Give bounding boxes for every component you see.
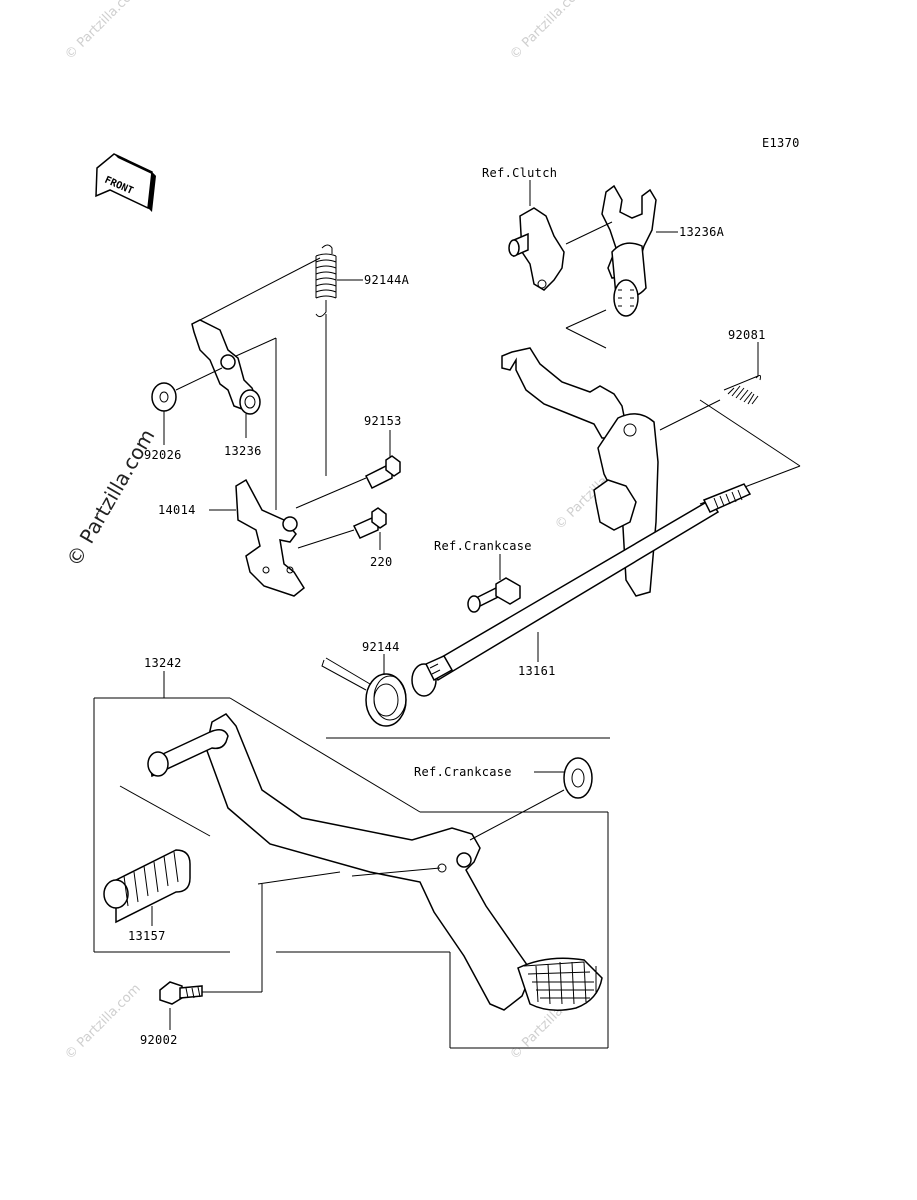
label-92081: 92081: [728, 328, 766, 342]
bracket-14014: [235, 478, 305, 597]
bolt-92002: [159, 981, 203, 1005]
label-14014: 14014: [158, 503, 196, 517]
shaft-13161: [411, 483, 752, 697]
watermark: © Partzilla.com: [507, 0, 589, 63]
label-13236A: 13236A: [679, 225, 725, 239]
lever-13236: [191, 319, 261, 415]
diagram-code: E1370: [762, 136, 800, 150]
label-92153: 92153: [364, 414, 402, 428]
watermark-main: © Partzilla.com: [62, 425, 160, 571]
washer-crankcase: [563, 757, 593, 799]
shift-pedal-13242: [147, 713, 603, 1011]
ref-crankcase-2: Ref.Crankcase: [414, 765, 512, 779]
watermark: © Partzilla.com: [62, 981, 144, 1063]
label-13161: 13161: [518, 664, 556, 678]
label-92144A: 92144A: [364, 273, 410, 287]
bolt-220: [352, 507, 387, 539]
crankcase-pin: [467, 577, 521, 613]
torsion-spring-92144: [321, 657, 407, 727]
watermark: © Partzilla.com: [62, 0, 144, 63]
label-13236: 13236: [224, 444, 262, 458]
washer-92026: [151, 382, 177, 412]
label-220: 220: [370, 555, 393, 569]
label-13242: 13242: [144, 656, 182, 670]
label-92144: 92144: [362, 640, 400, 654]
ref-clutch: Ref.Clutch: [482, 166, 557, 180]
clutch-ref-part: [508, 207, 565, 291]
label-92026: 92026: [144, 448, 182, 462]
label-92002: 92002: [140, 1033, 178, 1047]
label-13157: 13157: [128, 929, 166, 943]
spring-92144A: [315, 244, 337, 318]
pedal-rubber-13157: [103, 849, 191, 924]
bolt-92153: [364, 455, 401, 490]
ref-crankcase-1: Ref.Crankcase: [434, 539, 532, 553]
lever-13236A: [601, 184, 657, 317]
spring-92081: [723, 374, 761, 405]
front-arrow-icon: FRONT: [95, 153, 156, 212]
